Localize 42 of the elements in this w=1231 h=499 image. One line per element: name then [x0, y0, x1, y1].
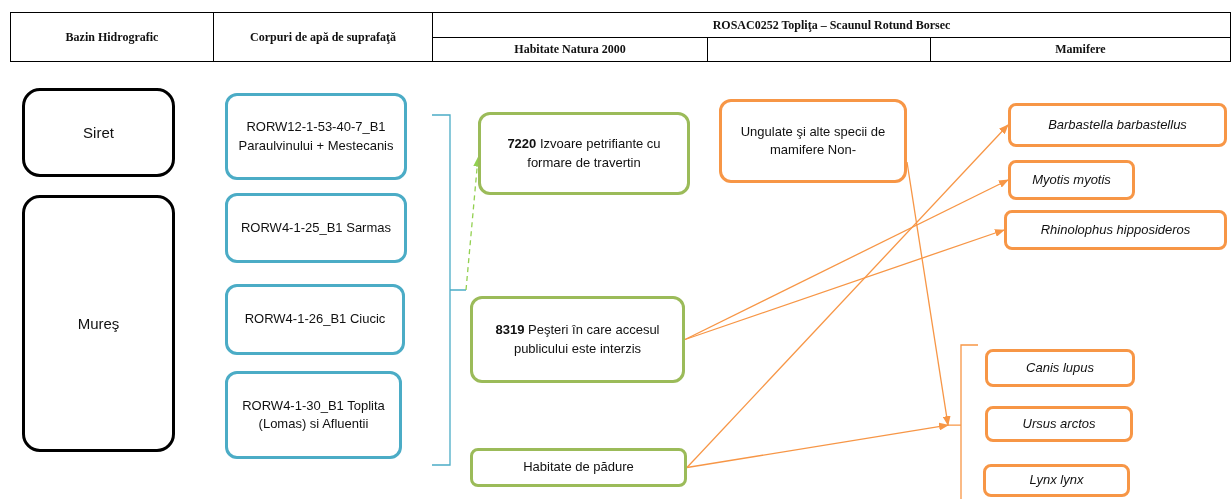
- water-body-box: [225, 193, 407, 263]
- habitat-box: [470, 296, 685, 383]
- habitat-box: [478, 112, 690, 195]
- basin-box: [22, 88, 175, 177]
- box-text: Siret: [83, 123, 114, 143]
- box-text: Ungulate şi alte specii de mamifere Non-: [739, 122, 887, 159]
- arrow: [686, 124, 1009, 469]
- box-text: 7220 Izvoare petrifiante cu formare de travertin: [506, 135, 662, 172]
- species-box: [1004, 210, 1227, 250]
- box-text: Barbastella barbastellus: [1048, 115, 1187, 134]
- curly-bracket: [432, 115, 466, 465]
- box-text: Mureş: [77, 314, 120, 334]
- table-header-cell: Corpuri de apă de suprafaţă: [213, 12, 433, 62]
- box-text: RORW12-1-53-40-7_B1 Paraulvinului + Mestecanis: [237, 118, 395, 155]
- box-text: Myotis myotis: [1032, 170, 1111, 189]
- water-body-box: [225, 93, 407, 180]
- species-box: [985, 349, 1135, 387]
- species-box: [1008, 103, 1227, 147]
- table-header-cell: Bazin Hidrografic: [10, 12, 214, 62]
- box-text: Rhinolophus hipposideros: [1040, 220, 1191, 239]
- water-body-box: [225, 284, 405, 355]
- box-text: Habitate de pădure: [523, 458, 634, 477]
- box-text: RORW4-1-26_B1 Ciucic: [244, 310, 386, 329]
- habitat-box: [470, 448, 687, 487]
- square-bracket: [948, 345, 978, 499]
- box-text: Ursus arctos: [1022, 414, 1096, 433]
- mammal-group-box: [719, 99, 907, 183]
- water-body-box: [225, 371, 402, 459]
- box-text: RORW4-1-25_B1 Sarmas: [240, 218, 391, 237]
- species-box: [1008, 160, 1135, 200]
- arrow: [684, 229, 1005, 341]
- box-text: 8319 Peşteri în care accesul publicului este interzis: [494, 321, 661, 358]
- arrow: [906, 161, 951, 427]
- table-header-cell: Mamifere: [930, 37, 1231, 62]
- box-text: Canis lupus: [1026, 358, 1094, 377]
- box-text: RORW4-1-30_B1 Toplita (Lomas) si Afluentii: [241, 396, 386, 433]
- species-box: [985, 406, 1133, 442]
- arrow: [686, 422, 949, 469]
- basin-box: [22, 195, 175, 452]
- table-header-cell: ROSAC0252 Topliţa – Scaunul Rotund Borsec: [432, 12, 1231, 38]
- species-box: [983, 464, 1130, 497]
- box-text: Lynx lynx: [1029, 471, 1084, 490]
